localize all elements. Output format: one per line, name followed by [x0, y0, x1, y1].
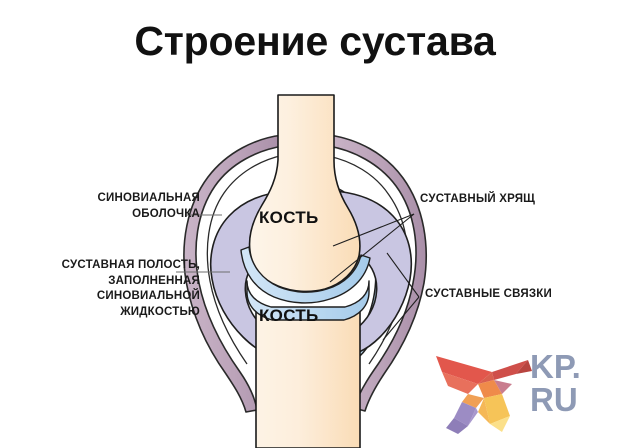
label-articular-cartilage: СУСТАВНЫЙ ХРЯЩ [420, 193, 536, 205]
label-joint-cavity-line-4: ЖИДКОСТЬЮ [120, 305, 200, 318]
leader-lines-cartilage [329, 213, 415, 283]
swallow-bird-icon [436, 356, 532, 434]
cartilage-lower-cap [246, 280, 370, 321]
leader-lines-left [176, 214, 230, 273]
label-joint-cavity-line-2: ЗАПОЛНЕННАЯ [108, 274, 200, 287]
label-joint-cavity-line-3: СИНОВИАЛЬНОЙ [96, 290, 200, 303]
logo-text-ru: RU [530, 381, 578, 418]
label-synovial-membrane-line-1: СИНОВИАЛЬНАЯ [97, 192, 200, 204]
label-joint-cavity: СУСТАВНАЯ ПОЛОСТЬ, ЗАПОЛНЕННАЯ СИНОВИАЛЬ… [18, 258, 200, 320]
kp-ru-wordmark: KP. RU [530, 348, 581, 418]
label-synovial-membrane-line-2: ОБОЛОЧКА [132, 207, 200, 220]
bone-label-lower: КОСТЬ [259, 306, 319, 325]
leader-lines-ligaments [382, 252, 420, 341]
logo-text-kp: KP. [530, 348, 581, 385]
bone-upper [248, 94, 361, 293]
label-joint-cavity-line-1: СУСТАВНАЯ ПОЛОСТЬ, [61, 259, 200, 271]
kp-ru-logo: KP. RU [432, 338, 612, 434]
page-title: Строение сустава [134, 18, 496, 64]
bone-label-upper: КОСТЬ [259, 208, 319, 227]
label-articular-ligaments: СУСТАВНЫЕ СВЯЗКИ [425, 288, 552, 300]
cartilage-upper-cap [240, 246, 371, 304]
label-synovial-membrane: СИНОВИАЛЬНАЯ ОБОЛОЧКА [40, 191, 200, 222]
